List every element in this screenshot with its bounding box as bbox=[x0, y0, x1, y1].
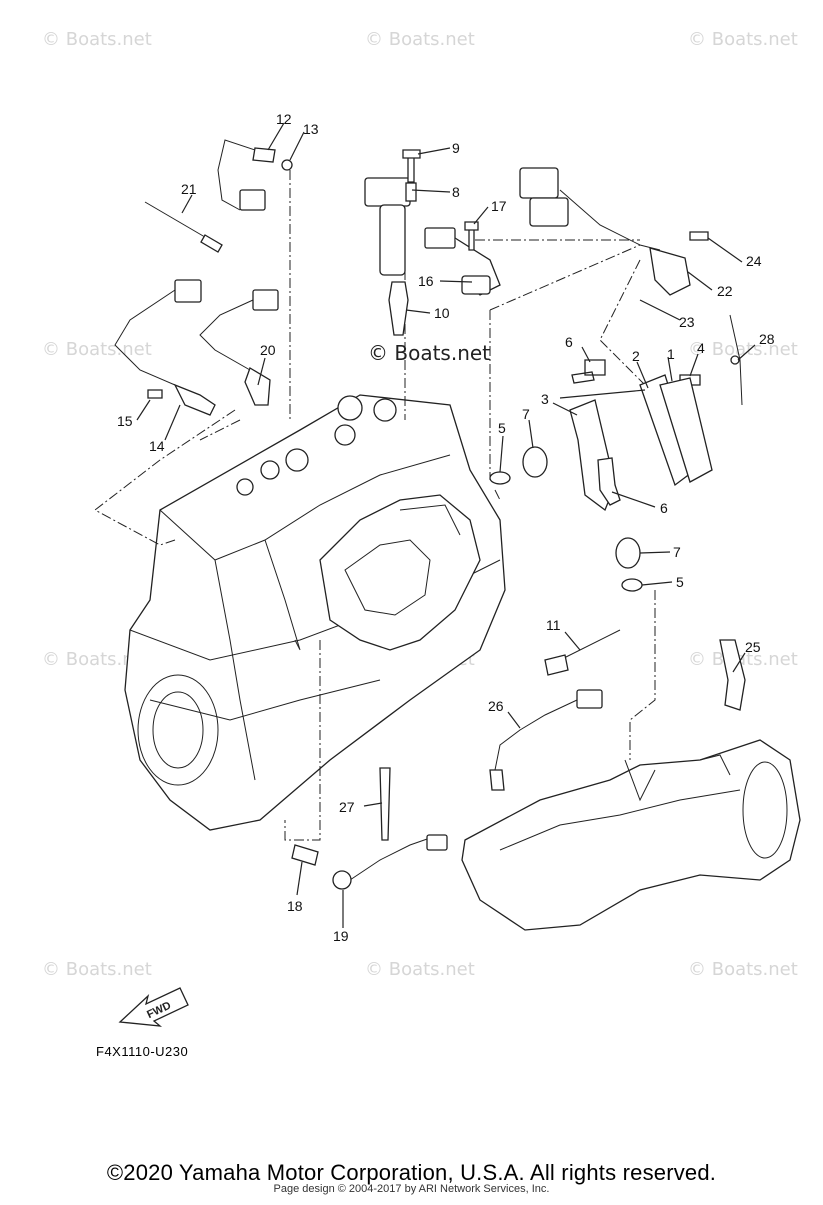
callout-6: 6 bbox=[660, 500, 668, 516]
engine-block bbox=[124, 394, 506, 831]
callout-8: 8 bbox=[452, 184, 460, 200]
leader-lines bbox=[136, 122, 756, 928]
callout-17: 17 bbox=[491, 198, 507, 214]
watermark: © Boats.net bbox=[42, 959, 152, 980]
parts bbox=[114, 139, 746, 890]
watermark: © Boats.net bbox=[42, 649, 152, 670]
callout-15: 15 bbox=[117, 413, 133, 429]
watermark: © Boats.net bbox=[688, 649, 798, 670]
callout-25: 25 bbox=[745, 639, 761, 655]
callout-1: 1 bbox=[667, 346, 675, 362]
watermark: © Boats.net bbox=[688, 959, 798, 980]
callout-11: 11 bbox=[546, 617, 561, 633]
callout-5: 5 bbox=[676, 574, 684, 590]
callout-13: 13 bbox=[303, 121, 319, 137]
callout-6: 6 bbox=[565, 334, 573, 350]
callout-10: 10 bbox=[434, 305, 450, 321]
center-watermark: © Boats.net bbox=[368, 341, 490, 365]
callout-19: 19 bbox=[333, 928, 349, 944]
callout-14: 14 bbox=[149, 438, 165, 454]
callout-3: 3 bbox=[541, 391, 549, 407]
watermark: © Boats.net bbox=[365, 959, 475, 980]
callout-20: 20 bbox=[260, 342, 276, 358]
callout-12: 12 bbox=[276, 111, 292, 127]
watermark: © Boats.net bbox=[688, 339, 798, 360]
watermark: © Boats.net bbox=[688, 29, 798, 50]
callout-24: 24 bbox=[746, 253, 762, 269]
exhaust-pipe bbox=[461, 739, 801, 931]
callout-23: 23 bbox=[679, 314, 695, 330]
watermark: © Boats.net bbox=[42, 29, 152, 50]
page-design-text: Page design © 2004-2017 by ARI Network S… bbox=[273, 1183, 550, 1195]
fwd-arrow-icon: FWD bbox=[118, 987, 189, 1027]
copyright-text: ©2020 Yamaha Motor Corporation, U.S.A. A… bbox=[106, 1160, 717, 1185]
callout-28: 28 bbox=[759, 331, 775, 347]
diagram-code: F4X1110-U230 bbox=[96, 1044, 189, 1059]
callout-5: 5 bbox=[498, 420, 506, 436]
callout-4: 4 bbox=[697, 340, 705, 356]
assembly-lines bbox=[94, 170, 656, 841]
callout-16: 16 bbox=[418, 273, 434, 289]
callout-21: 21 bbox=[181, 181, 197, 197]
callout-7: 7 bbox=[522, 406, 530, 422]
callout-18: 18 bbox=[287, 898, 303, 914]
callout-7: 7 bbox=[673, 544, 681, 560]
callout-22: 22 bbox=[717, 283, 733, 299]
callout-27: 27 bbox=[339, 799, 355, 815]
watermark: © Boats.net bbox=[42, 339, 152, 360]
callout-26: 26 bbox=[488, 698, 504, 714]
callout-2: 2 bbox=[632, 348, 640, 364]
watermark: © Boats.net bbox=[365, 29, 475, 50]
callout-9: 9 bbox=[452, 140, 460, 156]
callouts: 1 2 3 4 5 5 6 6 7 7 8 9 10 11 12 13 14 1… bbox=[117, 111, 775, 944]
